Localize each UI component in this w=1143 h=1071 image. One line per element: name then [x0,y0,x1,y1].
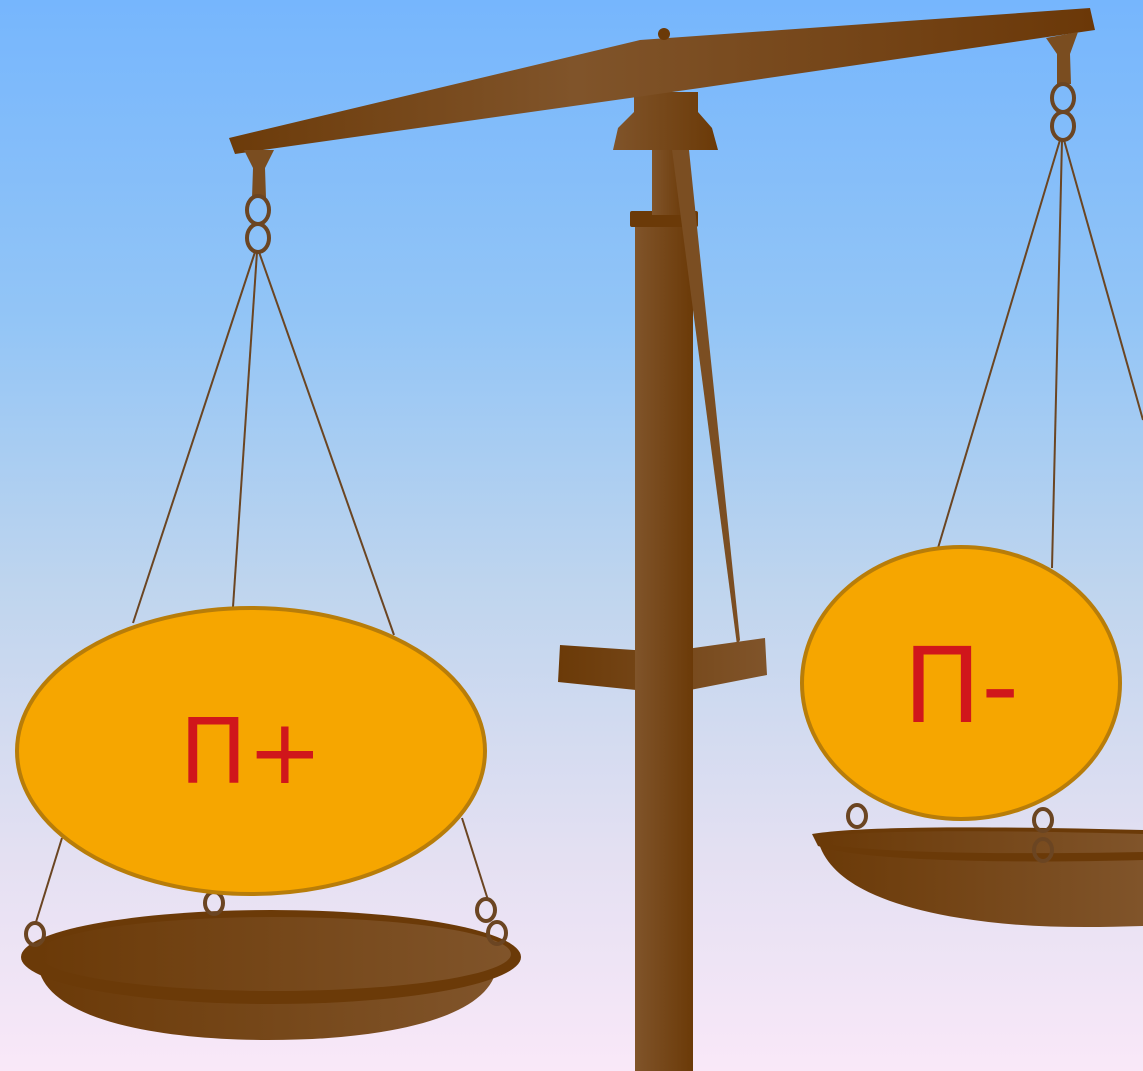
left-hook-bracket [244,150,274,198]
left-chain-links [245,194,271,254]
left-hanger [35,150,489,923]
right-pan-bowl [818,840,1143,928]
right-weight-label: П- [903,625,1019,747]
left-weight: П+ [15,606,487,896]
beam-bar [229,8,1095,154]
left-weight-disc [15,606,487,896]
left-pan [21,890,521,1040]
right-hook-bracket [1046,32,1078,84]
left-pan-inner [37,917,511,991]
beam-pivot-knob [658,28,670,40]
fulcrum-cap [613,92,718,150]
left-strings [35,251,489,923]
pointer-needle [672,150,740,645]
right-chain-links [1050,82,1076,142]
right-weight-disc [800,545,1122,821]
right-weight: П- [800,545,1122,821]
scale-stand [558,92,767,1071]
scale-beam [229,8,1095,154]
right-pan-hooks [846,803,1054,863]
right-strings [937,139,1143,569]
right-hanger [937,32,1143,569]
right-pan-inner [826,831,1143,854]
left-weight-label: П+ [179,700,322,805]
post-front [635,645,693,1071]
right-pan [812,803,1143,928]
